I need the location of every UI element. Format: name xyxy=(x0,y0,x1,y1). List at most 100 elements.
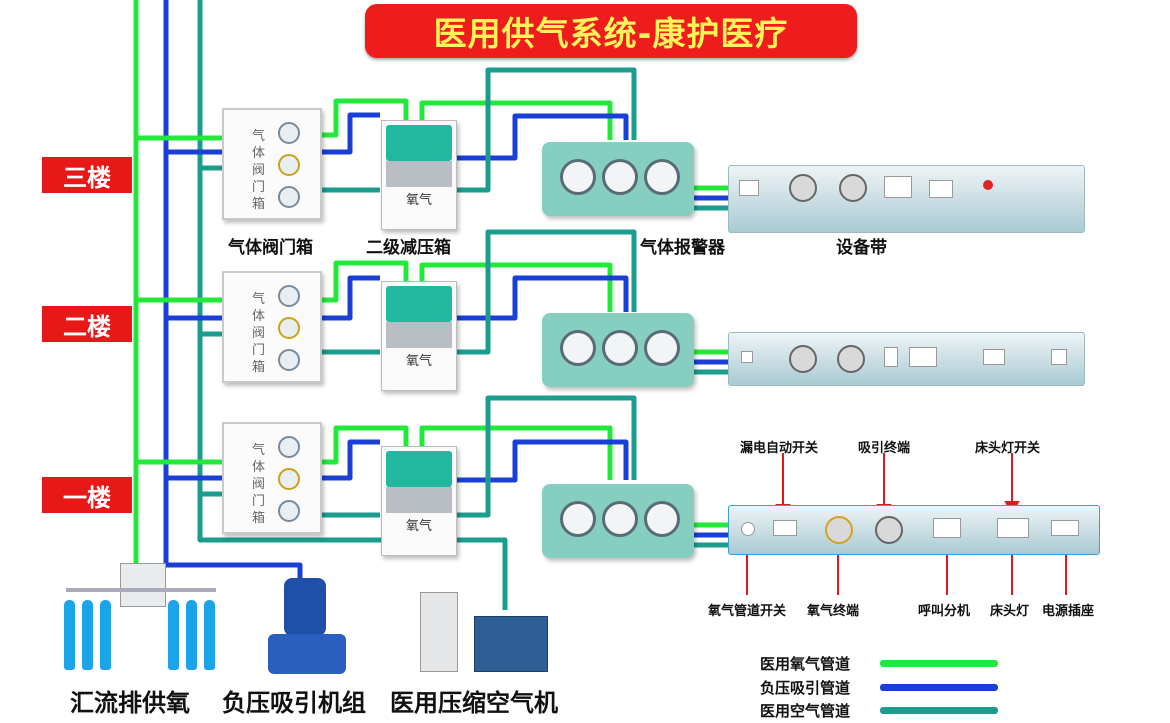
power-socket-icon xyxy=(1051,520,1079,536)
alarm-gauge-icon xyxy=(644,159,680,195)
label-valve-box: 气体阀门箱 xyxy=(228,238,313,258)
regulator-display xyxy=(386,161,452,187)
regulator-gauge-panel xyxy=(386,125,452,161)
gas-alarm-floor1 xyxy=(542,484,694,558)
callout-suction-outlet: 吸引终端 xyxy=(858,441,911,456)
bed-band-floor3 xyxy=(728,165,1085,233)
lamp-switch-icon xyxy=(929,180,953,198)
page-title: 医用供气系统-康护医疗 xyxy=(365,4,857,58)
regulator-display xyxy=(386,487,452,513)
oxygen-cylinder-icon xyxy=(186,600,197,670)
air-compressor-icon xyxy=(474,616,548,672)
alarm-gauge-icon xyxy=(560,330,596,366)
outlet-port-icon xyxy=(839,174,867,202)
gauge-icon xyxy=(278,186,300,208)
legend-air-label: 医用空气管道 xyxy=(760,702,851,720)
regulator-label: 氧气 xyxy=(405,519,432,534)
valve-box-text: 气体阀门箱 xyxy=(252,129,266,212)
alarm-gauge-icon xyxy=(644,501,680,537)
regulator-label: 氧气 xyxy=(405,354,432,369)
manifold-panel xyxy=(120,563,166,607)
valve-box-floor2: 气体阀门箱 xyxy=(222,271,322,383)
label-regulator-box: 二级减压箱 xyxy=(366,238,451,258)
outlet-port-icon xyxy=(789,345,817,373)
label-bed-band: 设备带 xyxy=(836,238,887,258)
gauge-icon xyxy=(278,500,300,522)
floor-label-1: 一楼 xyxy=(42,477,132,513)
outlet-port-icon xyxy=(789,174,817,202)
regulator-label: 氧气 xyxy=(405,193,432,208)
oxygen-outlet-icon xyxy=(825,516,853,544)
gauge-icon xyxy=(278,436,300,458)
vacuum-riser xyxy=(163,0,303,585)
alarm-gauge-icon xyxy=(602,501,638,537)
air-riser xyxy=(197,0,508,610)
callout-oxygen-outlet: 氧气终端 xyxy=(807,604,860,619)
bed-lamp-switch-icon xyxy=(997,518,1029,538)
bed-band-floor2 xyxy=(728,332,1085,386)
call-unit-icon xyxy=(933,518,961,538)
valve-box-text: 气体阀门箱 xyxy=(252,292,266,375)
legend-vacuum-label: 负压吸引管道 xyxy=(760,679,851,697)
oxygen-cylinder-icon xyxy=(168,600,179,670)
oxygen-valve-switch-icon xyxy=(741,522,755,536)
callout-lamp-switch: 床头灯开关 xyxy=(975,441,1041,456)
switch-icon xyxy=(739,180,759,196)
gauge-icon xyxy=(278,154,300,176)
suction-outlet-icon xyxy=(875,516,903,544)
regulator-display xyxy=(386,322,452,348)
alarm-gauge-icon xyxy=(602,330,638,366)
lamp-switch-icon xyxy=(909,347,937,367)
gas-alarm-floor2 xyxy=(542,313,694,387)
bed-band-floor1 xyxy=(728,505,1100,555)
oxygen-cylinder-icon xyxy=(64,600,75,670)
vacuum-pump-icon xyxy=(268,634,346,674)
label-alarm: 气体报警器 xyxy=(640,238,725,258)
label-compressor: 医用压缩空气机 xyxy=(390,689,558,717)
gauge-icon xyxy=(278,468,300,490)
valve-box-floor3: 气体阀门箱 xyxy=(222,108,322,220)
legend-oxygen-label: 医用氧气管道 xyxy=(760,655,851,673)
switch-icon xyxy=(741,351,753,363)
gauge-icon xyxy=(278,122,300,144)
oxygen-cylinder-icon xyxy=(204,600,215,670)
indicator-icon xyxy=(983,180,993,190)
regulator-box-floor1: 氧气 xyxy=(381,446,457,556)
socket-icon xyxy=(1051,349,1067,365)
label-manifold: 汇流排供氧 xyxy=(70,689,190,717)
callout-oxygen-valve-switch: 氧气管道开关 xyxy=(708,604,787,619)
call-unit-icon xyxy=(884,176,912,198)
gauge-icon xyxy=(278,285,300,307)
floor-label-3: 三楼 xyxy=(42,157,132,193)
manifold-pipe xyxy=(66,588,216,592)
outlet-port-icon xyxy=(837,345,865,373)
gauge-icon xyxy=(278,317,300,339)
oxygen-cylinder-icon xyxy=(82,600,93,670)
legend-air-line xyxy=(880,707,998,714)
gas-alarm-floor3 xyxy=(542,142,694,216)
regulator-box-floor3: 氧气 xyxy=(381,120,457,230)
alarm-gauge-icon xyxy=(560,159,596,195)
callout-power-socket: 电源插座 xyxy=(1042,604,1095,619)
callout-call-unit: 呼叫分机 xyxy=(918,604,971,619)
call-unit-icon xyxy=(884,347,898,367)
callout-leakage-switch: 漏电自动开关 xyxy=(740,441,819,456)
alarm-gauge-icon xyxy=(602,159,638,195)
gauge-icon xyxy=(278,349,300,371)
oxygen-cylinder-icon xyxy=(100,600,111,670)
socket-icon xyxy=(983,349,1005,365)
valve-box-text: 气体阀门箱 xyxy=(252,443,266,526)
air-dryer-icon xyxy=(420,592,458,672)
valve-box-floor1: 气体阀门箱 xyxy=(222,422,322,534)
legend-vacuum-line xyxy=(880,684,998,691)
floor-label-2: 二楼 xyxy=(42,306,132,342)
legend-oxygen-line xyxy=(880,660,998,667)
regulator-box-floor2: 氧气 xyxy=(381,281,457,391)
callout-bed-lamp: 床头灯 xyxy=(990,604,1030,619)
regulator-gauge-panel xyxy=(386,451,452,487)
label-vacuum: 负压吸引机组 xyxy=(222,689,366,717)
regulator-gauge-panel xyxy=(386,286,452,322)
vacuum-tank-icon xyxy=(284,578,326,636)
